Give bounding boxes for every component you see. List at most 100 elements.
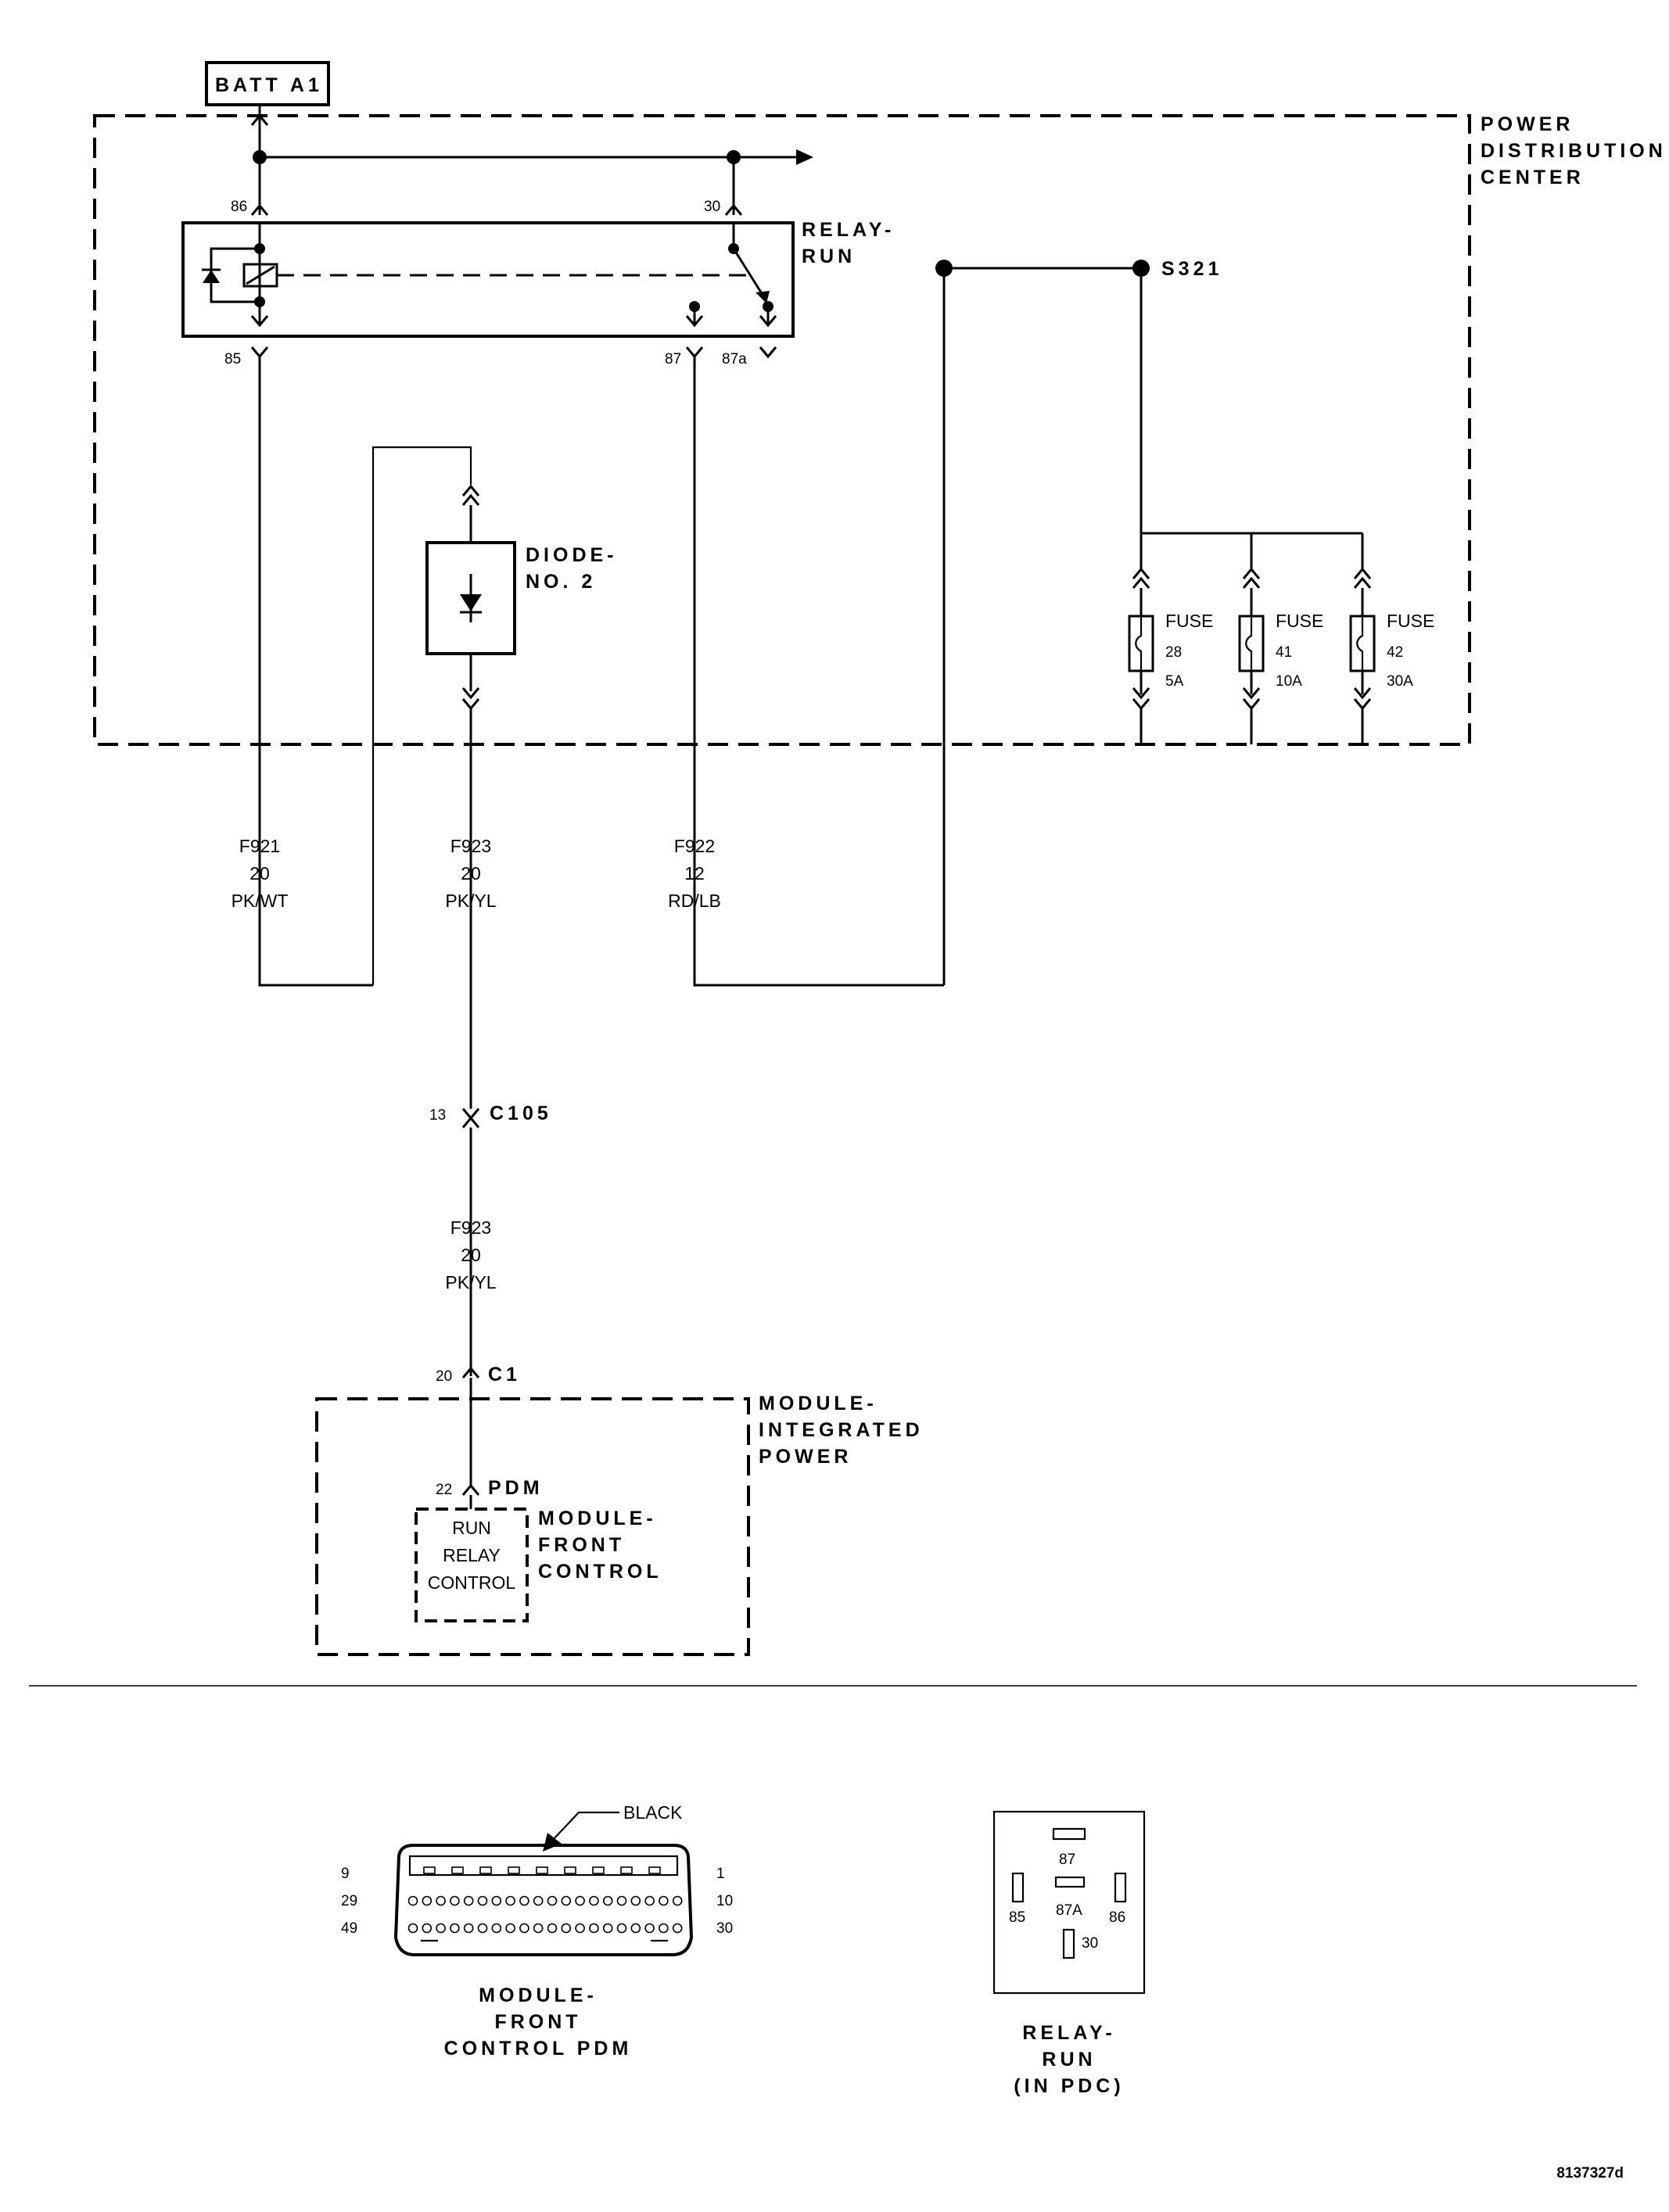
relay-terminal-86 (1114, 1872, 1127, 1903)
figure-id: 8137327d (1556, 2165, 1624, 2182)
svg-text:F921: F921 (239, 836, 280, 856)
pin-hole (589, 1895, 599, 1906)
svg-text:RELAY: RELAY (443, 1545, 501, 1565)
svg-text:F923: F923 (450, 836, 491, 856)
pin-hole (672, 1895, 683, 1906)
pin-slot (564, 1866, 576, 1874)
pin-hole (463, 1923, 474, 1934)
pin-hole (407, 1895, 418, 1906)
svg-text:FUSE: FUSE (1276, 611, 1323, 631)
pin-87-label: 87 (665, 351, 681, 367)
svg-text:49: 49 (341, 1920, 357, 1937)
diode-label: DIODE- (526, 544, 618, 566)
svg-text:30: 30 (1082, 1935, 1098, 1952)
pin-30-label: 30 (704, 199, 720, 215)
batt-a1-label: BATT A1 (215, 74, 323, 96)
svg-text:28: 28 (1165, 644, 1182, 661)
svg-text:30: 30 (716, 1920, 733, 1937)
relay-terminal-87 (1052, 1827, 1086, 1841)
pin-hole (659, 1895, 669, 1906)
svg-text:85: 85 (1009, 1909, 1025, 1926)
pin-slot (536, 1866, 548, 1874)
batt-a1-source: BATT A1 (205, 61, 330, 106)
svg-text:86: 86 (1109, 1909, 1125, 1926)
relay-terminal-85 (1011, 1872, 1025, 1903)
pin-hole (422, 1923, 433, 1934)
pin-hole (616, 1923, 627, 1934)
pin-slot (479, 1866, 492, 1874)
pin-hole (547, 1895, 558, 1906)
mip-label: MODULE- INTEGRATED POWER (759, 1393, 924, 1468)
svg-text:29: 29 (341, 1893, 357, 1909)
wire-f922: F922 12 RD/LB (668, 357, 944, 987)
pin-slot (423, 1866, 436, 1874)
svg-text:DISTRIBUTION: DISTRIBUTION (1481, 140, 1667, 162)
svg-text:FUSE: FUSE (1165, 611, 1213, 631)
pin-hole (407, 1923, 418, 1934)
svg-text:PDM: PDM (488, 1477, 544, 1499)
pin-hole (533, 1923, 544, 1934)
svg-text:CONTROL: CONTROL (538, 1561, 662, 1583)
pin-hole (463, 1895, 474, 1906)
svg-text:C1: C1 (488, 1364, 521, 1386)
relay-pin-view: 87 87A 85 86 30 RELAY- RUN (IN PDC) (992, 1810, 1146, 2097)
connector-c1: 20 C1 (436, 1364, 521, 1386)
svg-text:1: 1 (716, 1866, 725, 1882)
pdm-connector: 22 PDM (436, 1378, 544, 1509)
battery-bus (250, 105, 813, 215)
pin-hole (477, 1895, 488, 1906)
pin-hole (561, 1895, 572, 1906)
svg-text:20: 20 (249, 863, 270, 884)
svg-text:5A: 5A (1165, 673, 1184, 690)
connector-color-label: BLACK (623, 1802, 683, 1823)
svg-text:RELAY-: RELAY- (1022, 2022, 1115, 2044)
pin-row-middle (407, 1895, 683, 1906)
svg-text:30A: 30A (1387, 673, 1413, 690)
svg-text:POWER: POWER (759, 1446, 852, 1468)
svg-text:42: 42 (1387, 644, 1403, 661)
svg-text:41: 41 (1276, 644, 1292, 661)
svg-text:FRONT: FRONT (538, 1534, 625, 1556)
relay-run-label: RELAY- (802, 219, 895, 241)
diode-icon (460, 594, 482, 611)
relay-run: 86 30 85 87 87a RELAY- RUN (181, 199, 895, 367)
module-integrated-power-boundary (315, 1397, 750, 1656)
svg-text:12: 12 (684, 863, 705, 884)
fuse-42: FUSE 42 30A (1349, 533, 1434, 744)
pin-hole (547, 1923, 558, 1934)
connector-key-slot (408, 1855, 679, 1877)
svg-text:INTEGRATED: INTEGRATED (759, 1419, 924, 1441)
connector-shell (393, 1844, 694, 1956)
svg-text:20: 20 (461, 1245, 481, 1265)
pointer-arrow-icon (543, 1833, 562, 1852)
svg-text:20: 20 (461, 863, 481, 884)
fuse-41: FUSE 41 10A (1238, 533, 1323, 744)
svg-text:87A: 87A (1056, 1902, 1082, 1919)
module-front-control: RUN RELAY CONTROL MODULE- FRONT CONTROL (415, 1508, 662, 1622)
relay-terminal-87a (1054, 1876, 1086, 1888)
svg-text:RUN: RUN (1042, 2049, 1096, 2070)
svg-text:RD/LB: RD/LB (668, 891, 721, 911)
svg-text:(IN PDC): (IN PDC) (1014, 2075, 1124, 2097)
pin-hole (436, 1895, 446, 1906)
pin-hole (422, 1895, 433, 1906)
pin-hole (491, 1895, 502, 1906)
pin-hole (630, 1895, 641, 1906)
pin-87a-label: 87a (722, 351, 747, 367)
svg-text:CONTROL PDM: CONTROL PDM (444, 2038, 633, 2060)
pin-hole (505, 1895, 515, 1906)
pin-86-label: 86 (231, 199, 247, 215)
pin-slot (620, 1866, 633, 1874)
relay-body (181, 221, 795, 338)
pin-hole (505, 1923, 515, 1934)
svg-text:9: 9 (341, 1866, 350, 1882)
svg-text:22: 22 (436, 1482, 452, 1498)
pin-hole (602, 1895, 613, 1906)
wire-f921: F921 20 PK/WT (232, 357, 373, 987)
pin-hole (644, 1923, 655, 1934)
svg-text:NO. 2: NO. 2 (526, 571, 596, 593)
svg-text:PK/YL: PK/YL (445, 891, 496, 911)
s321-label: S321 (1161, 258, 1222, 280)
pin-slot (592, 1866, 605, 1874)
